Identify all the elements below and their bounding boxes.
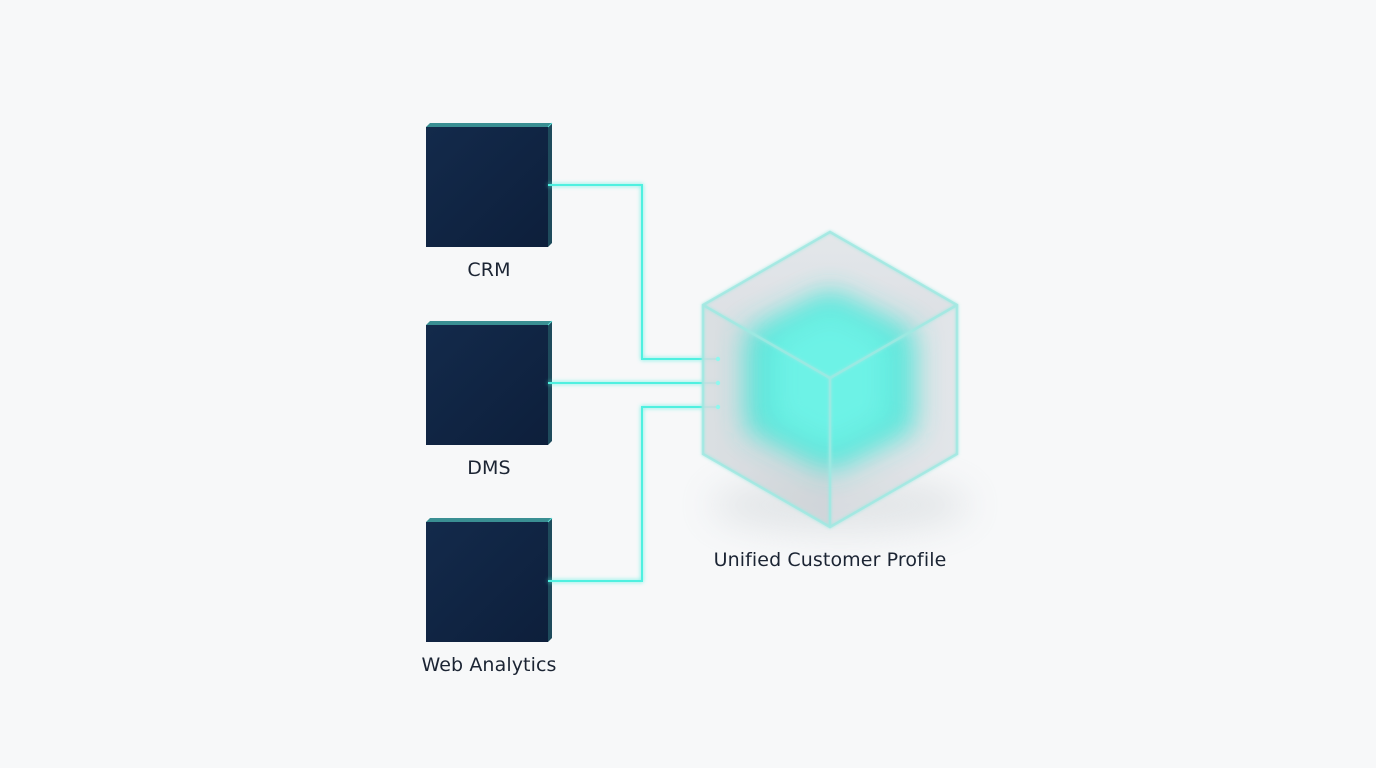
connector-web-analytics	[548, 406, 718, 582]
source-label-dms: DMS	[467, 457, 511, 479]
source-block-crm	[426, 122, 553, 247]
source-label-crm: CRM	[467, 259, 511, 281]
source-label-web-analytics: Web Analytics	[421, 654, 557, 676]
connector-crm	[548, 184, 718, 360]
source-block-web-analytics	[426, 517, 553, 642]
hub-label: Unified Customer Profile	[713, 549, 947, 571]
unified-profile-cube	[701, 230, 970, 533]
source-block-dms	[426, 320, 553, 445]
